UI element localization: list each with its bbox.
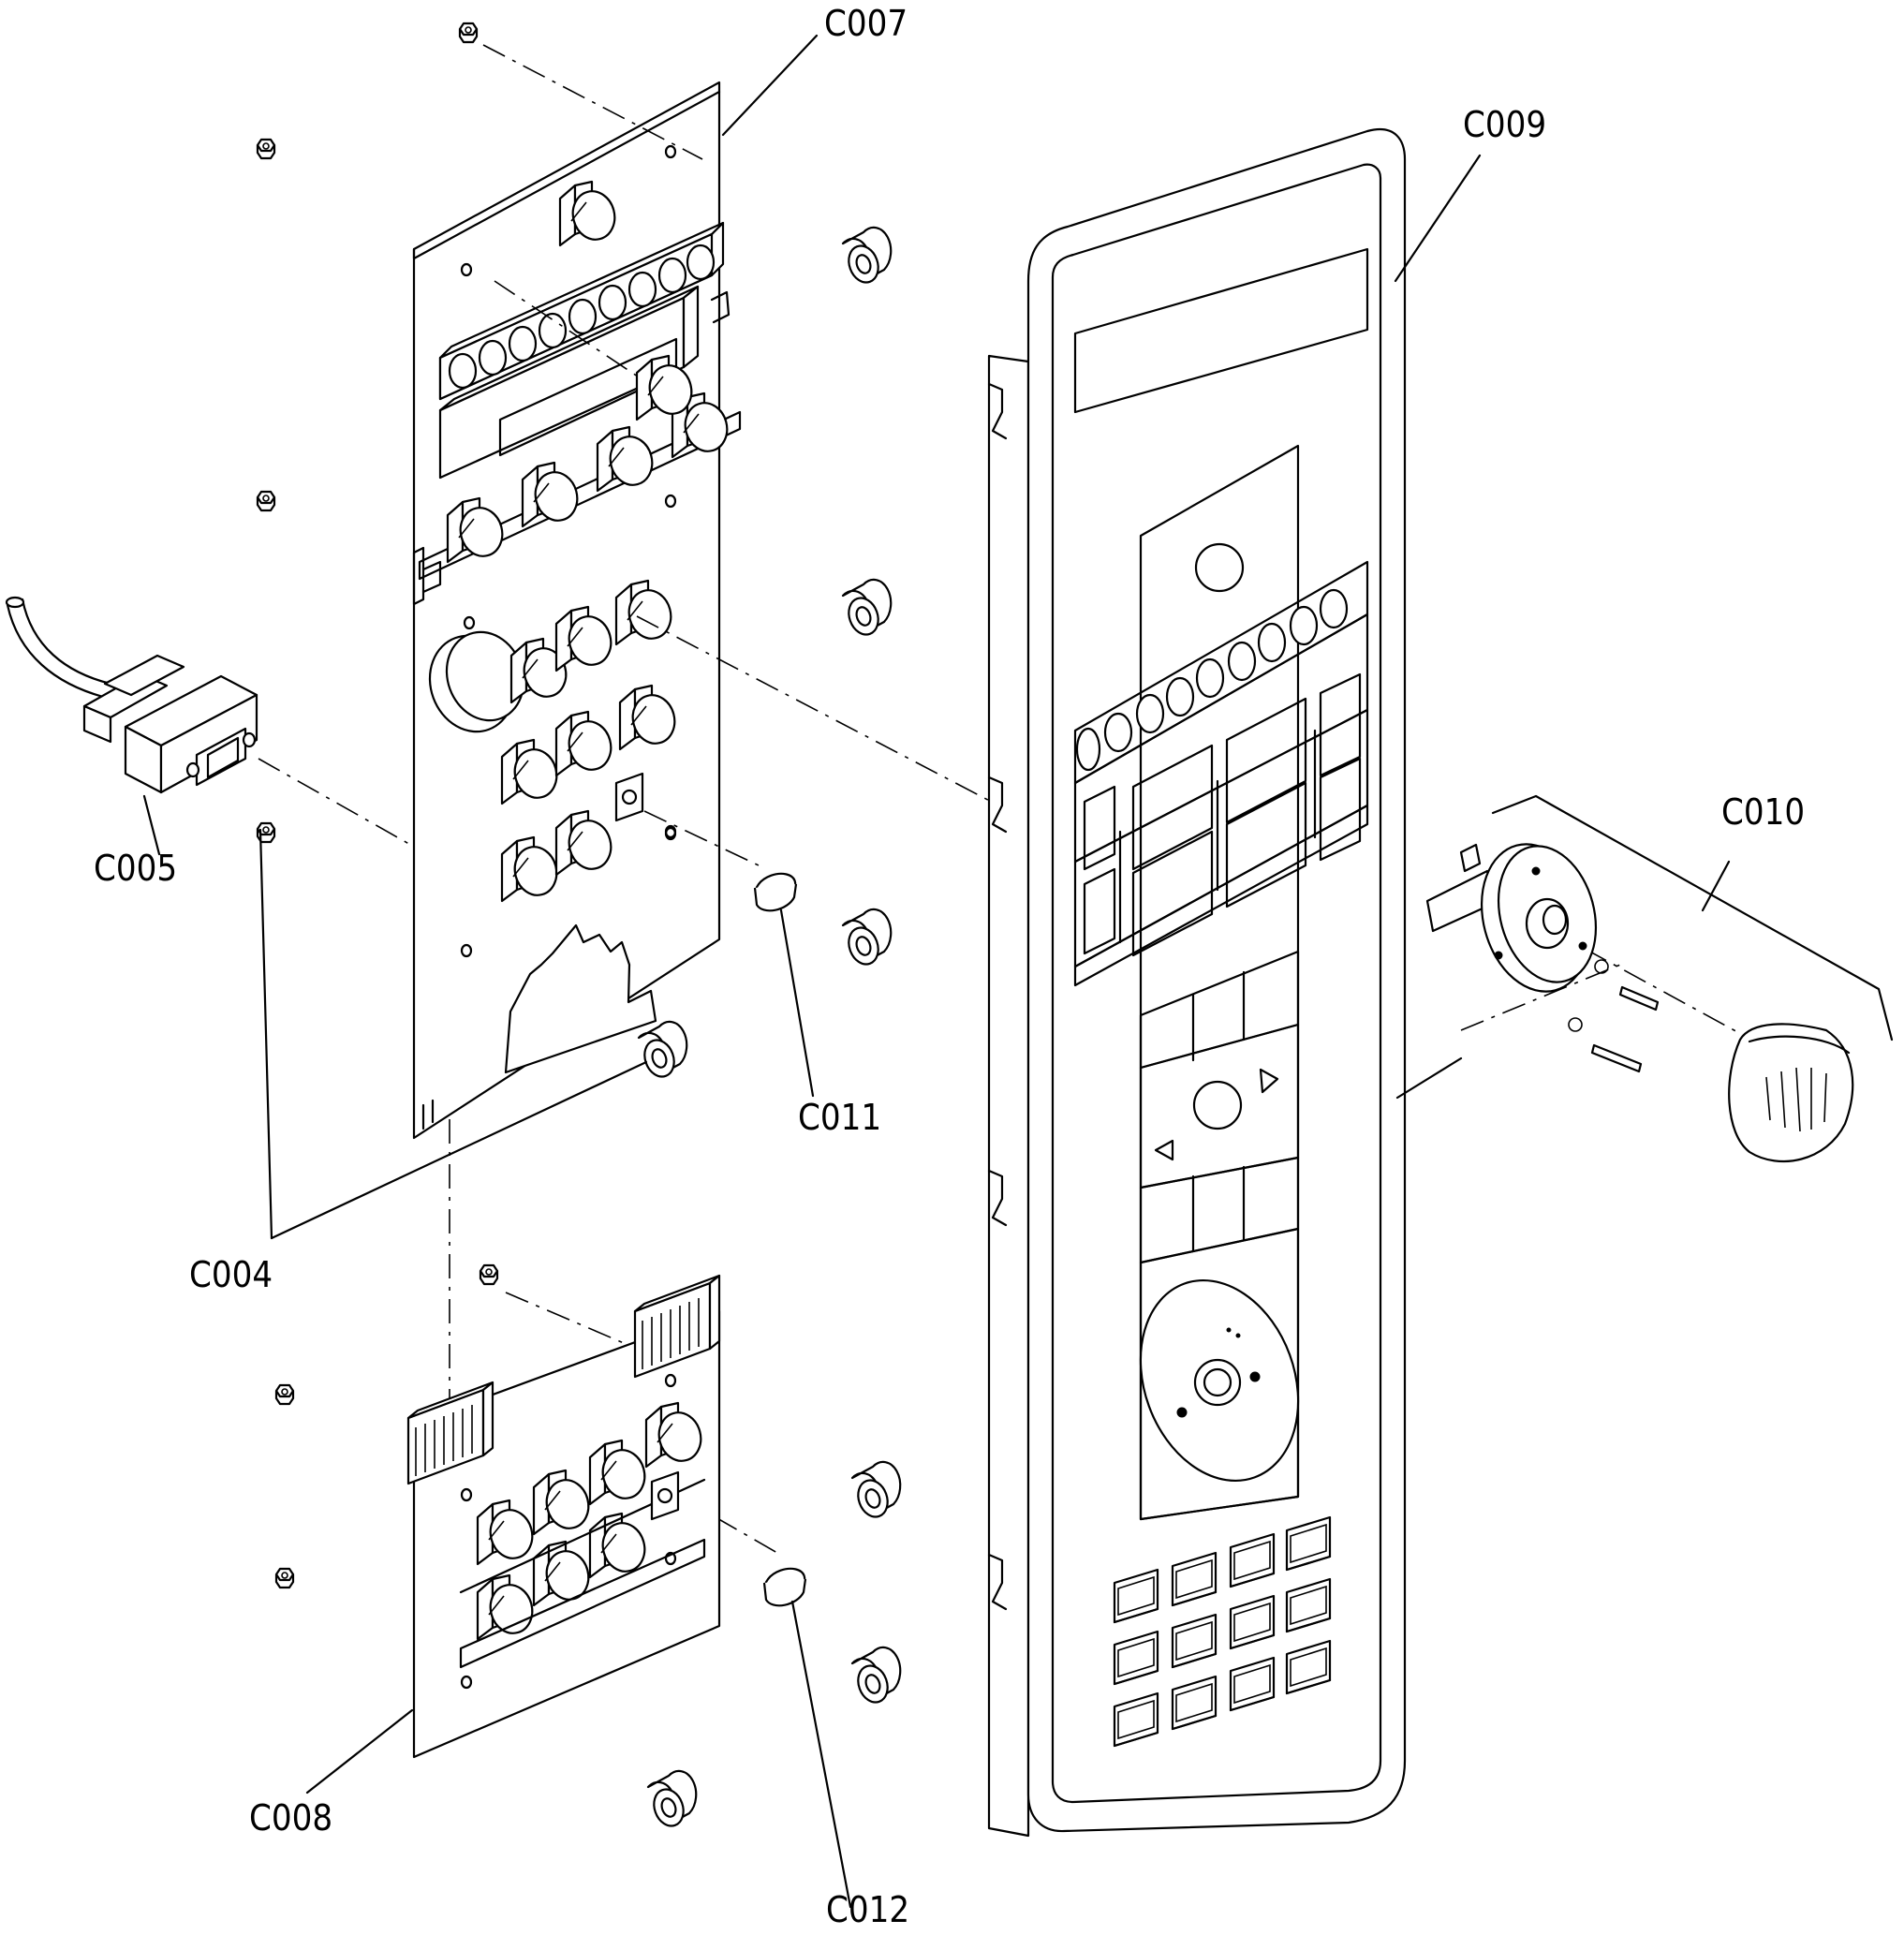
label-c004: C004 [189, 1254, 273, 1295]
potentiometer-c010 [1425, 843, 1660, 1073]
cap-c011 [750, 867, 801, 912]
cable-connector-c005 [5, 596, 258, 794]
axis-c007-middle [636, 615, 1003, 808]
led-row-c007 [448, 244, 716, 390]
axis-c007-led [494, 280, 642, 379]
axis-c008-top [505, 1292, 638, 1350]
label-c011: C011 [798, 1097, 881, 1138]
axis-c010 [1460, 964, 1621, 1031]
leader-lines [142, 34, 1731, 1909]
knob-c010 [1728, 1023, 1854, 1163]
label-c008: C008 [249, 1797, 332, 1839]
led-row-c009 [1075, 588, 1349, 772]
label-c010: C010 [1721, 791, 1805, 833]
axis-c008-screw [715, 1516, 778, 1554]
bracket-c010 [1491, 794, 1894, 1041]
axis-c007-top [482, 44, 703, 160]
pcb-c008 [406, 1274, 721, 1759]
label-c009: C009 [1463, 104, 1546, 145]
axis-c010-screws [1544, 926, 1752, 1041]
cap-c012 [760, 1562, 810, 1607]
axis-c007-screw [643, 810, 760, 866]
pcb-c007 [412, 81, 742, 1140]
axis-c005 [258, 758, 415, 848]
label-c005: C005 [94, 848, 177, 889]
front-panel-c009 [987, 128, 1407, 1838]
label-c012: C012 [826, 1889, 909, 1930]
label-c007: C007 [824, 3, 908, 44]
